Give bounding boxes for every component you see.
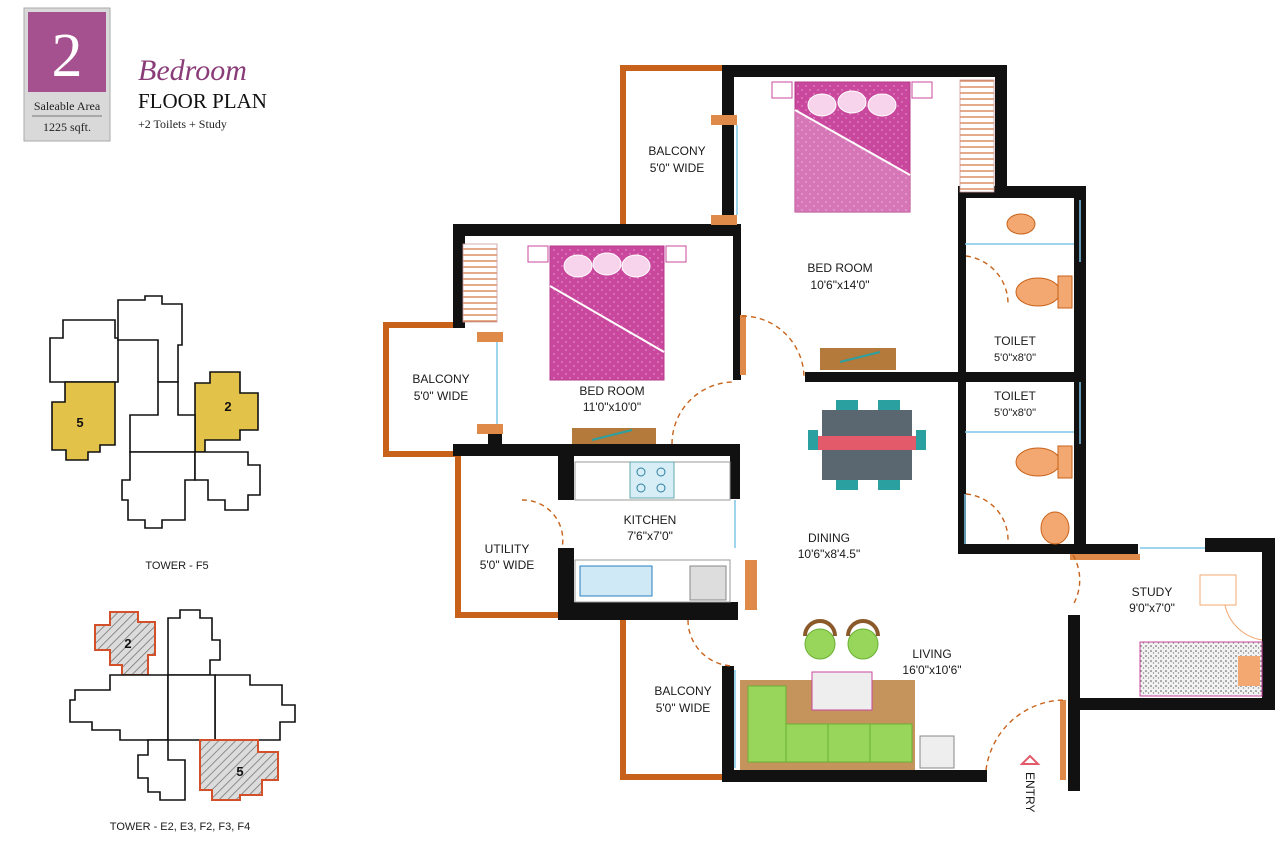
dining-size: 10'6"x8'4.5" xyxy=(798,547,860,561)
title-subtitle: +2 Toilets + Study xyxy=(138,117,227,131)
title-script: Bedroom xyxy=(138,54,247,87)
balcony-bottom-name: BALCONY xyxy=(654,684,711,698)
key-plan-tower-f5: 5 2 TOWER - F5 xyxy=(49,295,261,572)
dining-name: DINING xyxy=(808,531,850,545)
unit-2-label: 2 xyxy=(224,399,231,414)
unit-5-hatched xyxy=(199,739,279,801)
toilet-2-size: 5'0"x8'0" xyxy=(994,407,1036,419)
unit-5-hatched-label: 5 xyxy=(236,764,243,779)
entry-label: ENTRY xyxy=(1023,772,1037,812)
balcony-left-name: BALCONY xyxy=(412,372,469,386)
tower-f5-caption: TOWER - F5 xyxy=(145,560,208,572)
master-bed xyxy=(771,81,933,213)
study-size: 9'0"x7'0" xyxy=(1129,601,1175,615)
second-bed xyxy=(527,245,687,381)
bedroom-master-name: BED ROOM xyxy=(807,261,872,275)
saleable-area-label: Saleable Area xyxy=(34,99,101,113)
room-labels: BALCONY 5'0" WIDE BED ROOM 10'6"x14'0" T… xyxy=(412,144,1175,812)
kitchen-name: KITCHEN xyxy=(624,513,677,527)
utility-name: UTILITY xyxy=(485,542,530,556)
bedroom-2-name: BED ROOM xyxy=(579,384,644,398)
bedroom-2-size: 11'0"x10'0" xyxy=(583,400,641,414)
utility-size: 5'0" WIDE xyxy=(480,558,535,572)
living-size: 16'0"x10'6" xyxy=(902,663,961,677)
saleable-area-value: 1225 sqft. xyxy=(43,120,91,134)
title-main: FLOOR PLAN xyxy=(138,89,267,113)
living-name: LIVING xyxy=(912,647,951,661)
study-name: STUDY xyxy=(1132,585,1173,599)
kitchen-size: 7'6"x7'0" xyxy=(627,529,673,543)
balcony-top-name: BALCONY xyxy=(648,144,705,158)
unit-2-hatched xyxy=(94,611,156,676)
living-sofa xyxy=(740,619,955,770)
toilet-1-size: 5'0"x8'0" xyxy=(994,352,1036,364)
unit-badge: 2 Saleable Area 1225 sqft. xyxy=(23,7,111,142)
floor-plan xyxy=(383,65,1275,791)
bedroom-master-size: 10'6"x14'0" xyxy=(810,278,869,292)
dining-table xyxy=(808,400,926,490)
unit-2-hatched-label: 2 xyxy=(124,636,131,651)
key-plan-tower-e: 2 5 TOWER - E2, E3, F2, F3, F4 xyxy=(69,609,296,833)
balcony-bottom-size: 5'0" WIDE xyxy=(656,701,711,715)
tower-e-caption: TOWER - E2, E3, F2, F3, F4 xyxy=(110,821,250,833)
badge-number-box xyxy=(28,12,106,92)
badge-number: 2 xyxy=(52,22,83,90)
unit-5-label: 5 xyxy=(76,415,83,430)
unit-5-highlight xyxy=(51,381,116,461)
balcony-top-size: 5'0" WIDE xyxy=(650,161,705,175)
toilet-2-name: TOILET xyxy=(994,389,1036,403)
balcony-left-size: 5'0" WIDE xyxy=(414,389,469,403)
entry-arrow-icon xyxy=(1019,754,1041,765)
toilet-1-name: TOILET xyxy=(994,334,1036,348)
